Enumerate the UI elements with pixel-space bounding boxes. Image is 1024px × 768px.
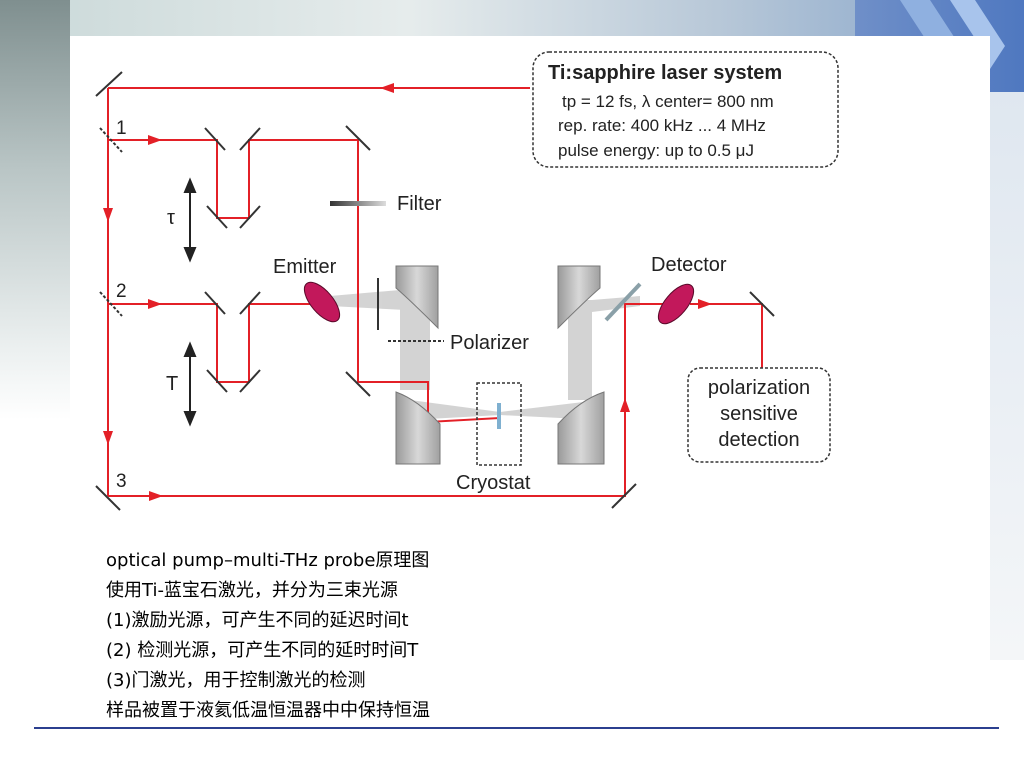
laser-system-box [532, 51, 839, 168]
caption-line-1: optical pump–multi-THz probe原理图 [106, 550, 430, 571]
caption-line-6: 样品被置于液氦低温恒温器中中保持恒温 [106, 700, 430, 721]
laser-system-title: Ti:sapphire laser system [548, 62, 782, 84]
beam-label-2: 2 [116, 281, 127, 302]
detection-line-2: sensitive [720, 403, 798, 425]
detection-line-1: polarization [708, 377, 810, 399]
slide-right-band [990, 92, 1024, 660]
detection-line-3: detection [718, 429, 799, 451]
filter-label: Filter [397, 193, 442, 215]
laser-rep-rate: rep. rate: 400 kHz ... 4 MHz [558, 116, 766, 135]
caption-line-5: (3)门激光，用于控制激光的检测 [106, 670, 366, 691]
caption-line-4: (2) 检测光源，可产生不同的延时时间T [106, 640, 419, 661]
parabolic-mirrors [395, 265, 605, 465]
beam-arrows [103, 83, 712, 501]
detector-crystal-icon [657, 283, 695, 325]
delay-arrows [183, 177, 197, 427]
caption-text: optical pump–multi-THz probe原理图 使用Ti-蓝宝石… [106, 546, 806, 726]
emitter-crystal-icon [303, 281, 341, 323]
beam-label-3: 3 [116, 471, 127, 492]
thz-beam [330, 290, 640, 420]
caption-line-2: 使用Ti-蓝宝石激光，并分为三束光源 [106, 580, 398, 601]
detection-box [687, 367, 831, 463]
beam-splitter-icon [604, 282, 642, 322]
slide-left-band [0, 0, 70, 420]
mirrors [95, 71, 775, 511]
laser-pulse-duration: tp = 12 fs, λ center= 800 nm [562, 92, 774, 111]
slide-top-band [0, 0, 1024, 36]
delay-T-label: T [166, 373, 178, 395]
footer-rule [34, 727, 999, 729]
cryostat-label: Cryostat [456, 472, 531, 494]
caption-line-3: (1)激励光源，可产生不同的延迟时间t [106, 610, 409, 631]
delay-tau-label: τ [167, 207, 175, 229]
detector-label: Detector [651, 254, 727, 276]
sample-icon [497, 403, 501, 429]
polarizer-label: Polarizer [450, 332, 529, 354]
beam-label-1: 1 [116, 118, 127, 139]
emitter-label: Emitter [273, 256, 337, 278]
cryostat-box [476, 382, 522, 466]
laser-pulse-energy: pulse energy: up to 0.5 μJ [558, 141, 754, 160]
filter-icon [330, 201, 386, 206]
